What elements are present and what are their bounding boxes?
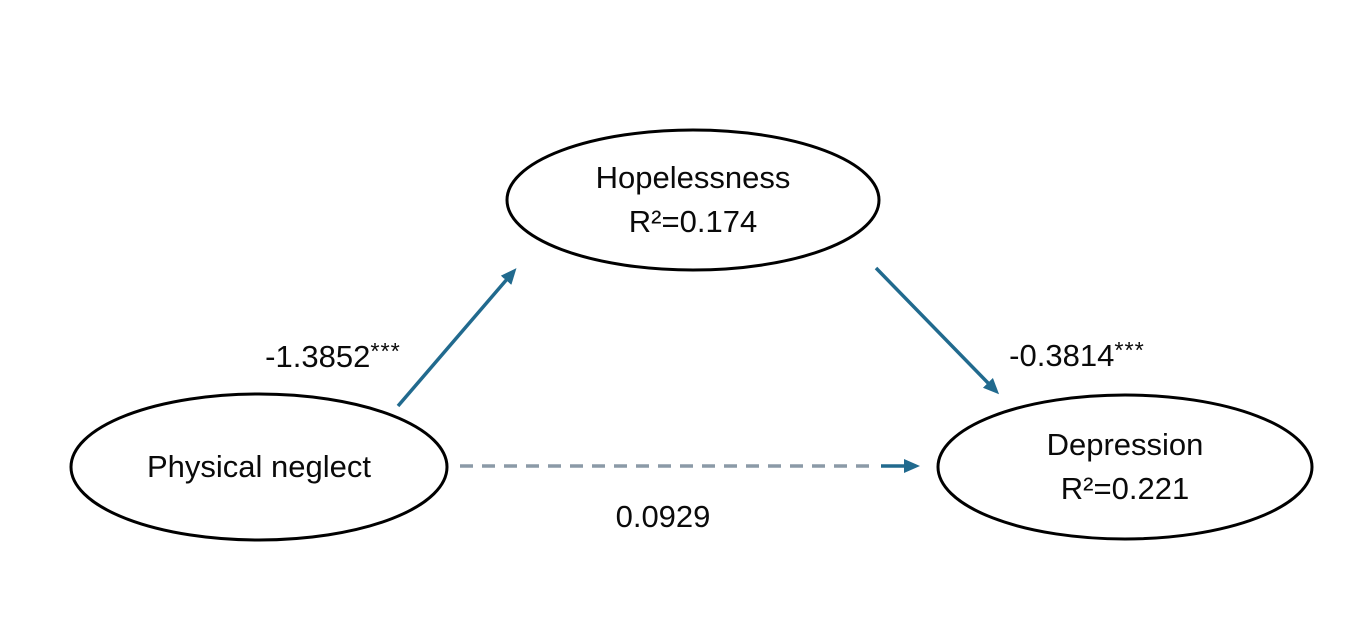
node-hopelessness: Hopelessness R²=0.174 xyxy=(596,156,791,244)
node-hopelessness-label: Hopelessness xyxy=(595,160,791,195)
path-b-significance: *** xyxy=(1114,337,1145,363)
path-b-value: -0.3814 xyxy=(1009,338,1115,373)
node-depression-ellipse xyxy=(936,393,1314,541)
node-depression-r2: R²=0.221 xyxy=(1060,471,1190,506)
node-hopelessness-r2: R²=0.174 xyxy=(628,204,758,239)
path-a-coefficient: -1.3852*** xyxy=(265,334,401,374)
path-c-value: 0.0929 xyxy=(615,499,711,534)
path-a-arrow xyxy=(396,268,517,408)
path-a-value: -1.3852 xyxy=(265,339,371,374)
path-a-significance: *** xyxy=(370,338,401,364)
path-c-coefficient: 0.0929 xyxy=(616,494,711,534)
node-physical-neglect: Physical neglect xyxy=(147,445,371,489)
node-physical-neglect-ellipse xyxy=(69,392,449,542)
node-depression: Depression R²=0.221 xyxy=(1047,423,1204,511)
node-depression-label: Depression xyxy=(1046,427,1204,462)
path-b-coefficient: -0.3814*** xyxy=(1009,333,1145,373)
node-physical-neglect-label: Physical neglect xyxy=(146,449,372,484)
node-hopelessness-ellipse xyxy=(505,128,881,272)
path-b-arrow xyxy=(874,266,1000,395)
